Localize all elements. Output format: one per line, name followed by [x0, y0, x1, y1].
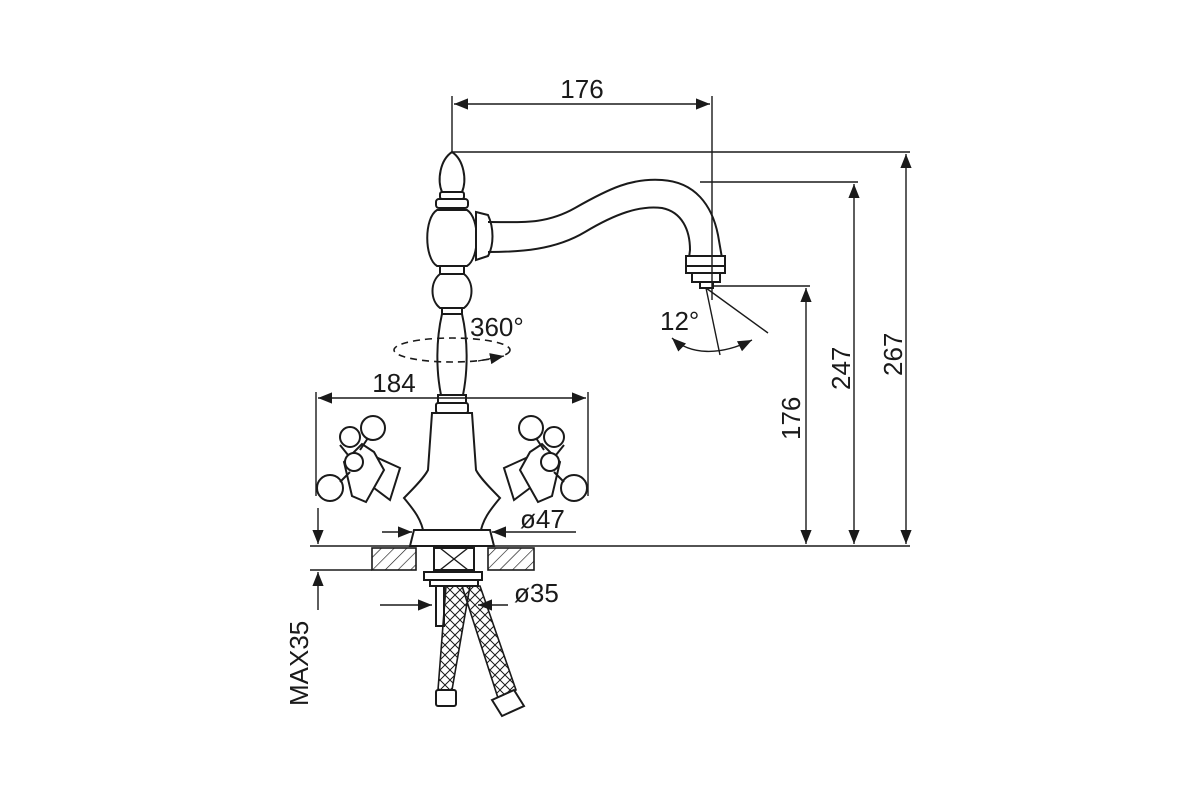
dim-rotation: 360° [393, 312, 524, 365]
countertop [371, 547, 535, 571]
dim-spout-height-label: 247 [826, 347, 856, 390]
left-handle [316, 415, 402, 504]
dim-base-diameter: ø47 [382, 504, 576, 538]
dim-aerator-angle-label: 12° [660, 306, 699, 336]
dim-rotation-label: 360° [470, 312, 524, 342]
dim-spout-reach-label: 176 [560, 74, 603, 104]
dim-hole-diameter-label: ø35 [514, 578, 559, 608]
mounting-and-hoses [423, 571, 526, 718]
dim-total-height-label: 267 [878, 333, 908, 376]
dim-handle-span-label: 184 [372, 368, 415, 398]
dim-aerator-angle: 12° [660, 287, 769, 356]
dim-outlet-height: 176 [776, 288, 812, 544]
dim-total-height: 267 [878, 154, 912, 544]
dim-handle-span: 184 [315, 368, 589, 496]
dim-spout-height: 247 [826, 184, 860, 544]
right-handle [502, 415, 588, 504]
faucet-body [402, 150, 502, 547]
dim-outlet-height-label: 176 [776, 397, 806, 440]
dim-max-countertop: MAX35 [284, 508, 324, 706]
spout [487, 178, 726, 289]
reference-lines [310, 151, 910, 571]
dim-hole-diameter: ø35 [380, 578, 559, 611]
dim-base-diameter-label: ø47 [520, 504, 565, 534]
dim-spout-reach: 176 [451, 74, 713, 300]
dim-max-countertop-label: MAX35 [284, 621, 314, 706]
